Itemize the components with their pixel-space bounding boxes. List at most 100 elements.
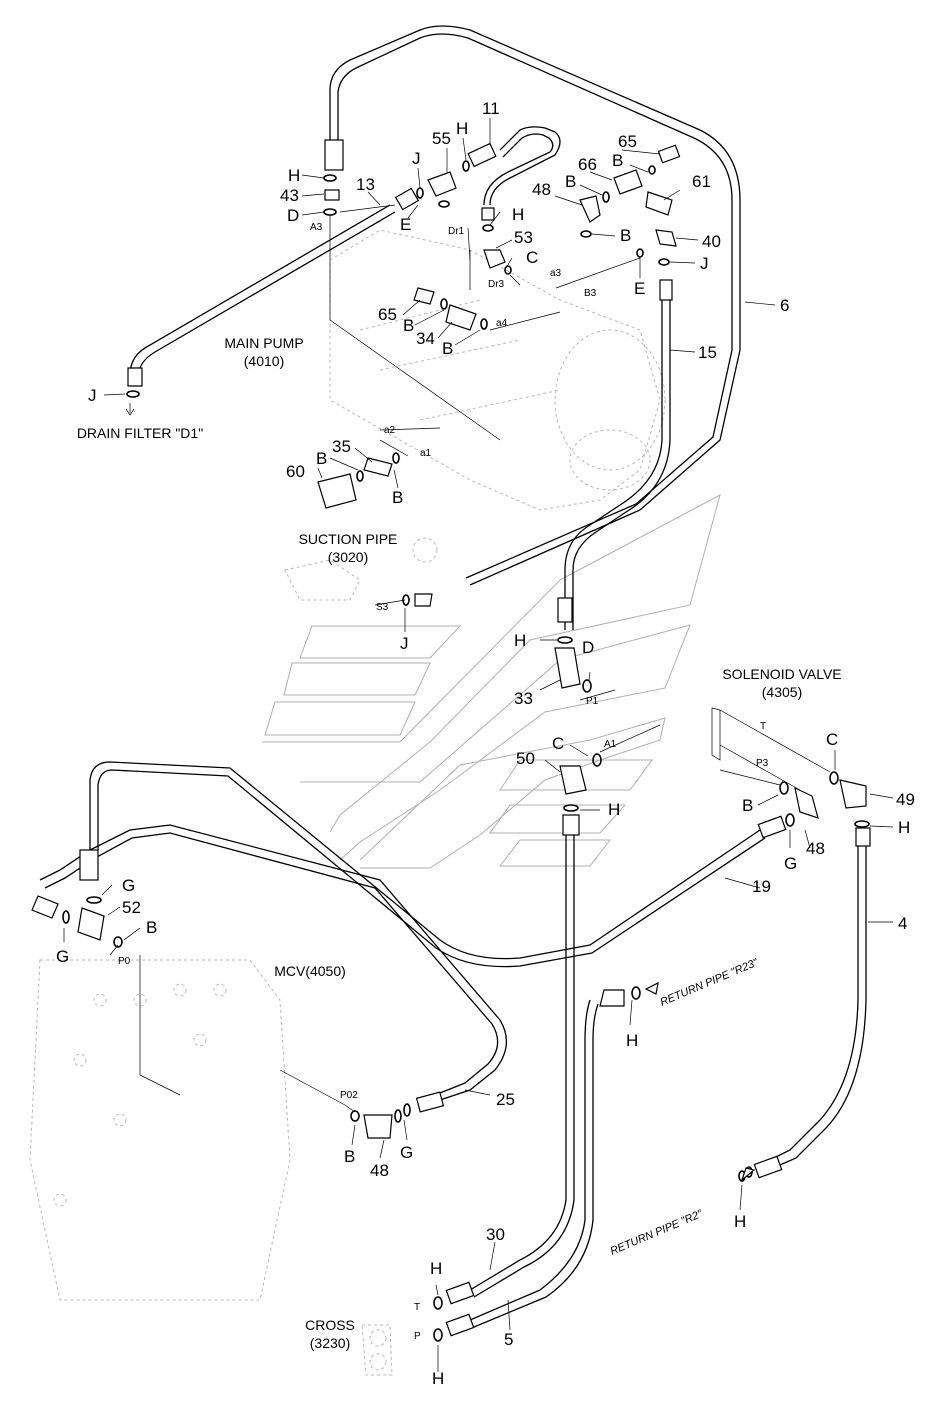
part-label: H [608,800,620,819]
solenoid-valve-label: SOLENOID VALVE [722,666,841,682]
part-label: H [514,631,526,650]
part-label: 55 [432,129,451,148]
part-label: 60 [286,462,305,481]
part-label: B [403,316,414,335]
part-label: 6 [780,296,789,315]
part-label: H [626,1031,638,1050]
port-label: A1 [604,739,617,750]
port-label: Dr1 [448,226,465,237]
o-rings [62,160,870,1342]
port-label: P1 [586,696,599,707]
hose-4 [759,840,867,1173]
port-label: a2 [384,425,396,436]
part-label: H [288,166,300,185]
port-label: S3 [376,602,389,613]
part-label: 65 [618,132,637,151]
part-label: B [316,449,327,468]
suction-pipe-label: SUCTION PIPE [299,531,398,547]
mcv-label: MCV(4050) [274,963,346,979]
part-label: C [826,730,838,749]
part-label: H [430,1259,442,1278]
part-label: 13 [356,175,375,194]
part-label: E [400,215,411,234]
hose-5 [469,999,599,1328]
main-pump-code: (4010) [244,353,284,369]
suction-pipe-outline [284,537,438,601]
part-label: B [620,226,631,245]
part-label: 30 [486,1225,505,1244]
part-label: 65 [378,305,397,324]
part-label: 34 [416,329,435,348]
part-label: 11 [482,99,500,118]
part-label: 48 [370,1161,389,1180]
part-label: G [122,876,135,895]
return-pipe-r23-label: RETURN PIPE "R23" [658,956,760,1009]
part-label: 53 [514,228,533,247]
cross-label: CROSS [305,1317,355,1333]
port-label: T [414,1302,420,1313]
port-label: a4 [496,318,508,329]
port-label: P3 [756,758,769,769]
part-label: 49 [896,790,915,809]
part-label: 4 [898,914,907,933]
drain-filter-label: DRAIN FILTER "D1" [77,425,203,441]
part-label: D [582,638,594,657]
leader-lines [63,118,894,1372]
hose-19 [89,761,766,968]
port-label: Dr3 [488,279,505,290]
counterweight-outline [262,494,721,869]
part-label: 35 [332,437,351,456]
part-label: J [700,254,709,273]
part-label: 43 [280,186,299,205]
port-label: P02 [340,1090,358,1101]
part-label: C [552,734,564,753]
part-label: 66 [578,155,597,174]
part-label: 33 [514,689,533,708]
part-label: 19 [752,877,771,896]
part-label: 48 [532,180,551,199]
part-label: 25 [496,1090,515,1109]
cross-fitting-outline [361,1324,393,1376]
hose-30 [469,830,575,1298]
part-label: B [146,918,157,937]
port-label: A3 [310,222,323,233]
part-label: B [612,151,623,170]
part-label: 15 [698,343,717,362]
hose-15 [564,300,671,630]
port-label: P [414,1331,421,1342]
part-label: 5 [504,1330,513,1349]
hose-6 [329,25,741,586]
part-label: G [784,854,797,873]
part-label: J [412,149,421,168]
main-pump-label: MAIN PUMP [224,335,303,351]
part-label: G [56,947,69,966]
solenoid-valve-code: (4305) [762,684,802,700]
part-label: D [287,206,299,225]
part-label: C [526,248,538,267]
port-label: B3 [584,288,597,299]
part-label: 40 [702,232,721,251]
part-label: 61 [692,172,711,191]
port-label: T [760,721,766,732]
part-label: J [400,634,409,653]
part-label: 52 [122,898,141,917]
part-label: 48 [806,839,825,858]
port-label: P0 [118,956,131,967]
part-label: G [400,1143,413,1162]
part-label: H [456,119,468,138]
flow-arrows [125,403,756,1182]
part-label: E [634,279,645,298]
hose-25 [39,824,507,1101]
part-label: H [432,1369,444,1388]
part-label: H [898,818,910,837]
part-label: B [742,796,753,815]
part-label: J [88,386,97,405]
port-label: a1 [420,448,432,459]
port-label: a3 [550,268,562,279]
cross-code: (3230) [310,1335,350,1351]
port-callouts: A3 Dr1 Dr3 a3 B3 a4 a2 a1 S3 P1 A1 T P3 … [118,222,769,1342]
suction-pipe-code: (3020) [328,549,368,565]
return-pipe-r2-label: RETURN PIPE "R2" [608,1208,705,1258]
